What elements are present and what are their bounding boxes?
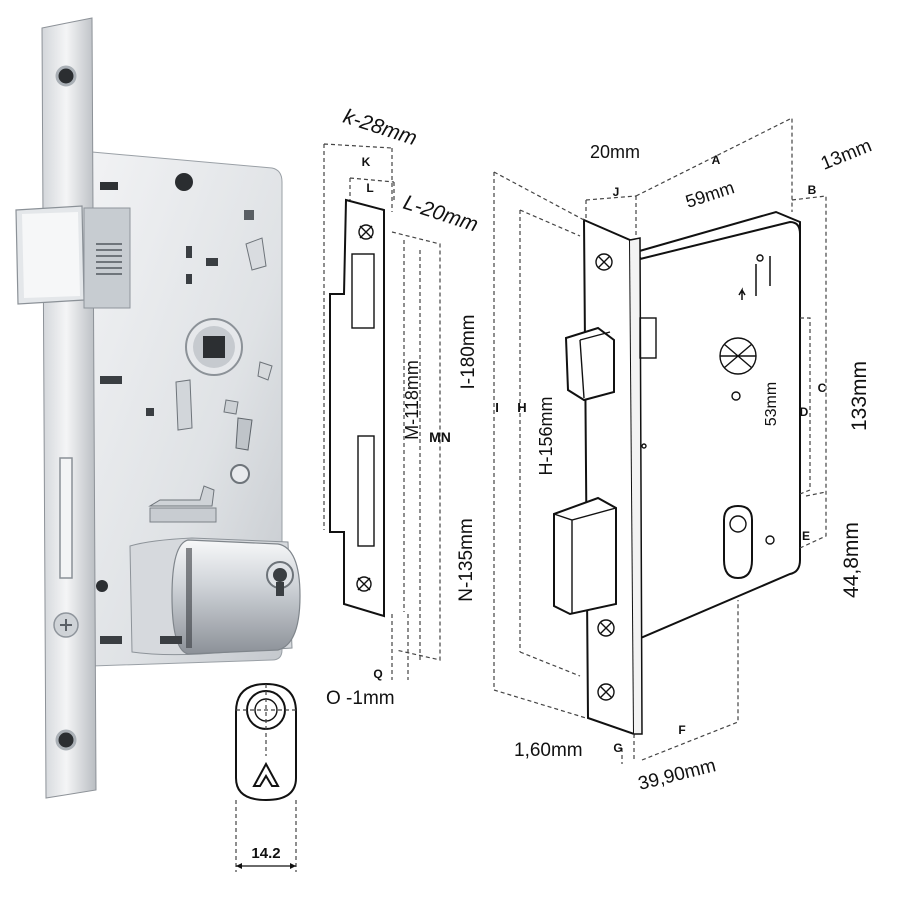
case-clip — [245, 237, 267, 271]
case-slot-6 — [100, 376, 122, 384]
label-g: G — [613, 741, 622, 755]
label-b: B — [808, 183, 817, 197]
lock-photo — [15, 17, 301, 799]
lock-screw-mid — [597, 619, 615, 637]
lock-screw-top — [595, 253, 613, 271]
case-slot-4 — [206, 258, 218, 266]
lock-cylinder-cutout — [723, 504, 753, 580]
strike-screw-top — [358, 224, 374, 240]
case-slot-8 — [100, 636, 122, 644]
faceplate-screw-hole-top — [55, 65, 77, 87]
label-i-180mm: I-180mm — [458, 315, 479, 390]
case-slot-5 — [186, 274, 192, 284]
latch-spring — [96, 243, 122, 275]
deadbolt-slot — [59, 457, 73, 579]
faceplate-screw — [53, 612, 79, 638]
case-slot-3 — [186, 246, 192, 258]
euro-cylinder — [129, 537, 301, 656]
label-d: D — [800, 405, 809, 419]
latch-bolt — [15, 205, 131, 309]
label-133mm: 133mm — [848, 361, 871, 431]
case-bracket — [148, 485, 215, 507]
label-k-28mm: k-28mm — [340, 105, 419, 150]
label-a: A — [712, 153, 721, 167]
case-slot-1 — [100, 182, 118, 190]
label-1-60mm: 1,60mm — [514, 740, 583, 761]
label-m-118mm: M-118mm — [402, 360, 422, 440]
lock-hole-bottom — [765, 535, 775, 545]
label-59mm: 59mm — [683, 177, 737, 211]
strike-screw-bottom — [356, 576, 372, 592]
case-clip-2 — [257, 361, 273, 381]
lock-deadbolt — [553, 496, 617, 616]
lock-screw-bottom — [597, 683, 615, 701]
label-k: K — [362, 155, 371, 169]
case-slot-9 — [160, 636, 182, 644]
case-lever — [175, 379, 193, 431]
lock-hole-top — [756, 254, 764, 262]
strike-plate — [323, 143, 441, 680]
brand-logo-mark — [252, 761, 280, 787]
label-q: Q — [373, 667, 382, 681]
case-hole-2 — [96, 580, 108, 592]
label-53mm: 53mm — [763, 382, 780, 426]
label-j: J — [613, 185, 620, 199]
label-l-20mm: L-20mm — [400, 191, 480, 237]
case-hole — [175, 173, 193, 191]
lock-follower — [719, 337, 757, 375]
label-c: C — [818, 381, 827, 395]
case-slot-2 — [244, 210, 254, 220]
case-part-2 — [235, 417, 253, 451]
label-39-90mm: 39,90mm — [636, 755, 718, 795]
case-pin — [230, 464, 250, 484]
faceplate — [41, 17, 97, 799]
case-bar — [149, 507, 217, 523]
case-part-1 — [223, 399, 239, 415]
lock-pin-hole — [731, 391, 741, 401]
label-14-2: 14.2 — [251, 845, 280, 862]
label-mn: MN — [429, 429, 451, 445]
label-20mm: 20mm — [590, 142, 640, 162]
lock-latch — [564, 317, 657, 402]
follower-hub — [185, 318, 243, 376]
case-slot-7 — [146, 408, 154, 416]
label-o-1mm: O -1mm — [326, 688, 395, 709]
cylinder-profile — [235, 682, 297, 872]
label-h-156mm: H-156mm — [536, 396, 556, 475]
lock-arrow-mark — [755, 256, 771, 296]
faceplate-screw-hole-bottom — [55, 729, 77, 751]
label-44-8mm: 44,8mm — [840, 522, 863, 598]
label-l: L — [366, 181, 373, 195]
label-n-135mm: N-135mm — [456, 518, 477, 601]
label-h: H — [517, 400, 526, 415]
label-13mm: 13mm — [818, 135, 875, 174]
label-f: F — [678, 723, 685, 737]
lock-outline — [493, 117, 827, 764]
label-e: E — [802, 529, 810, 543]
label-i: I — [495, 400, 499, 415]
